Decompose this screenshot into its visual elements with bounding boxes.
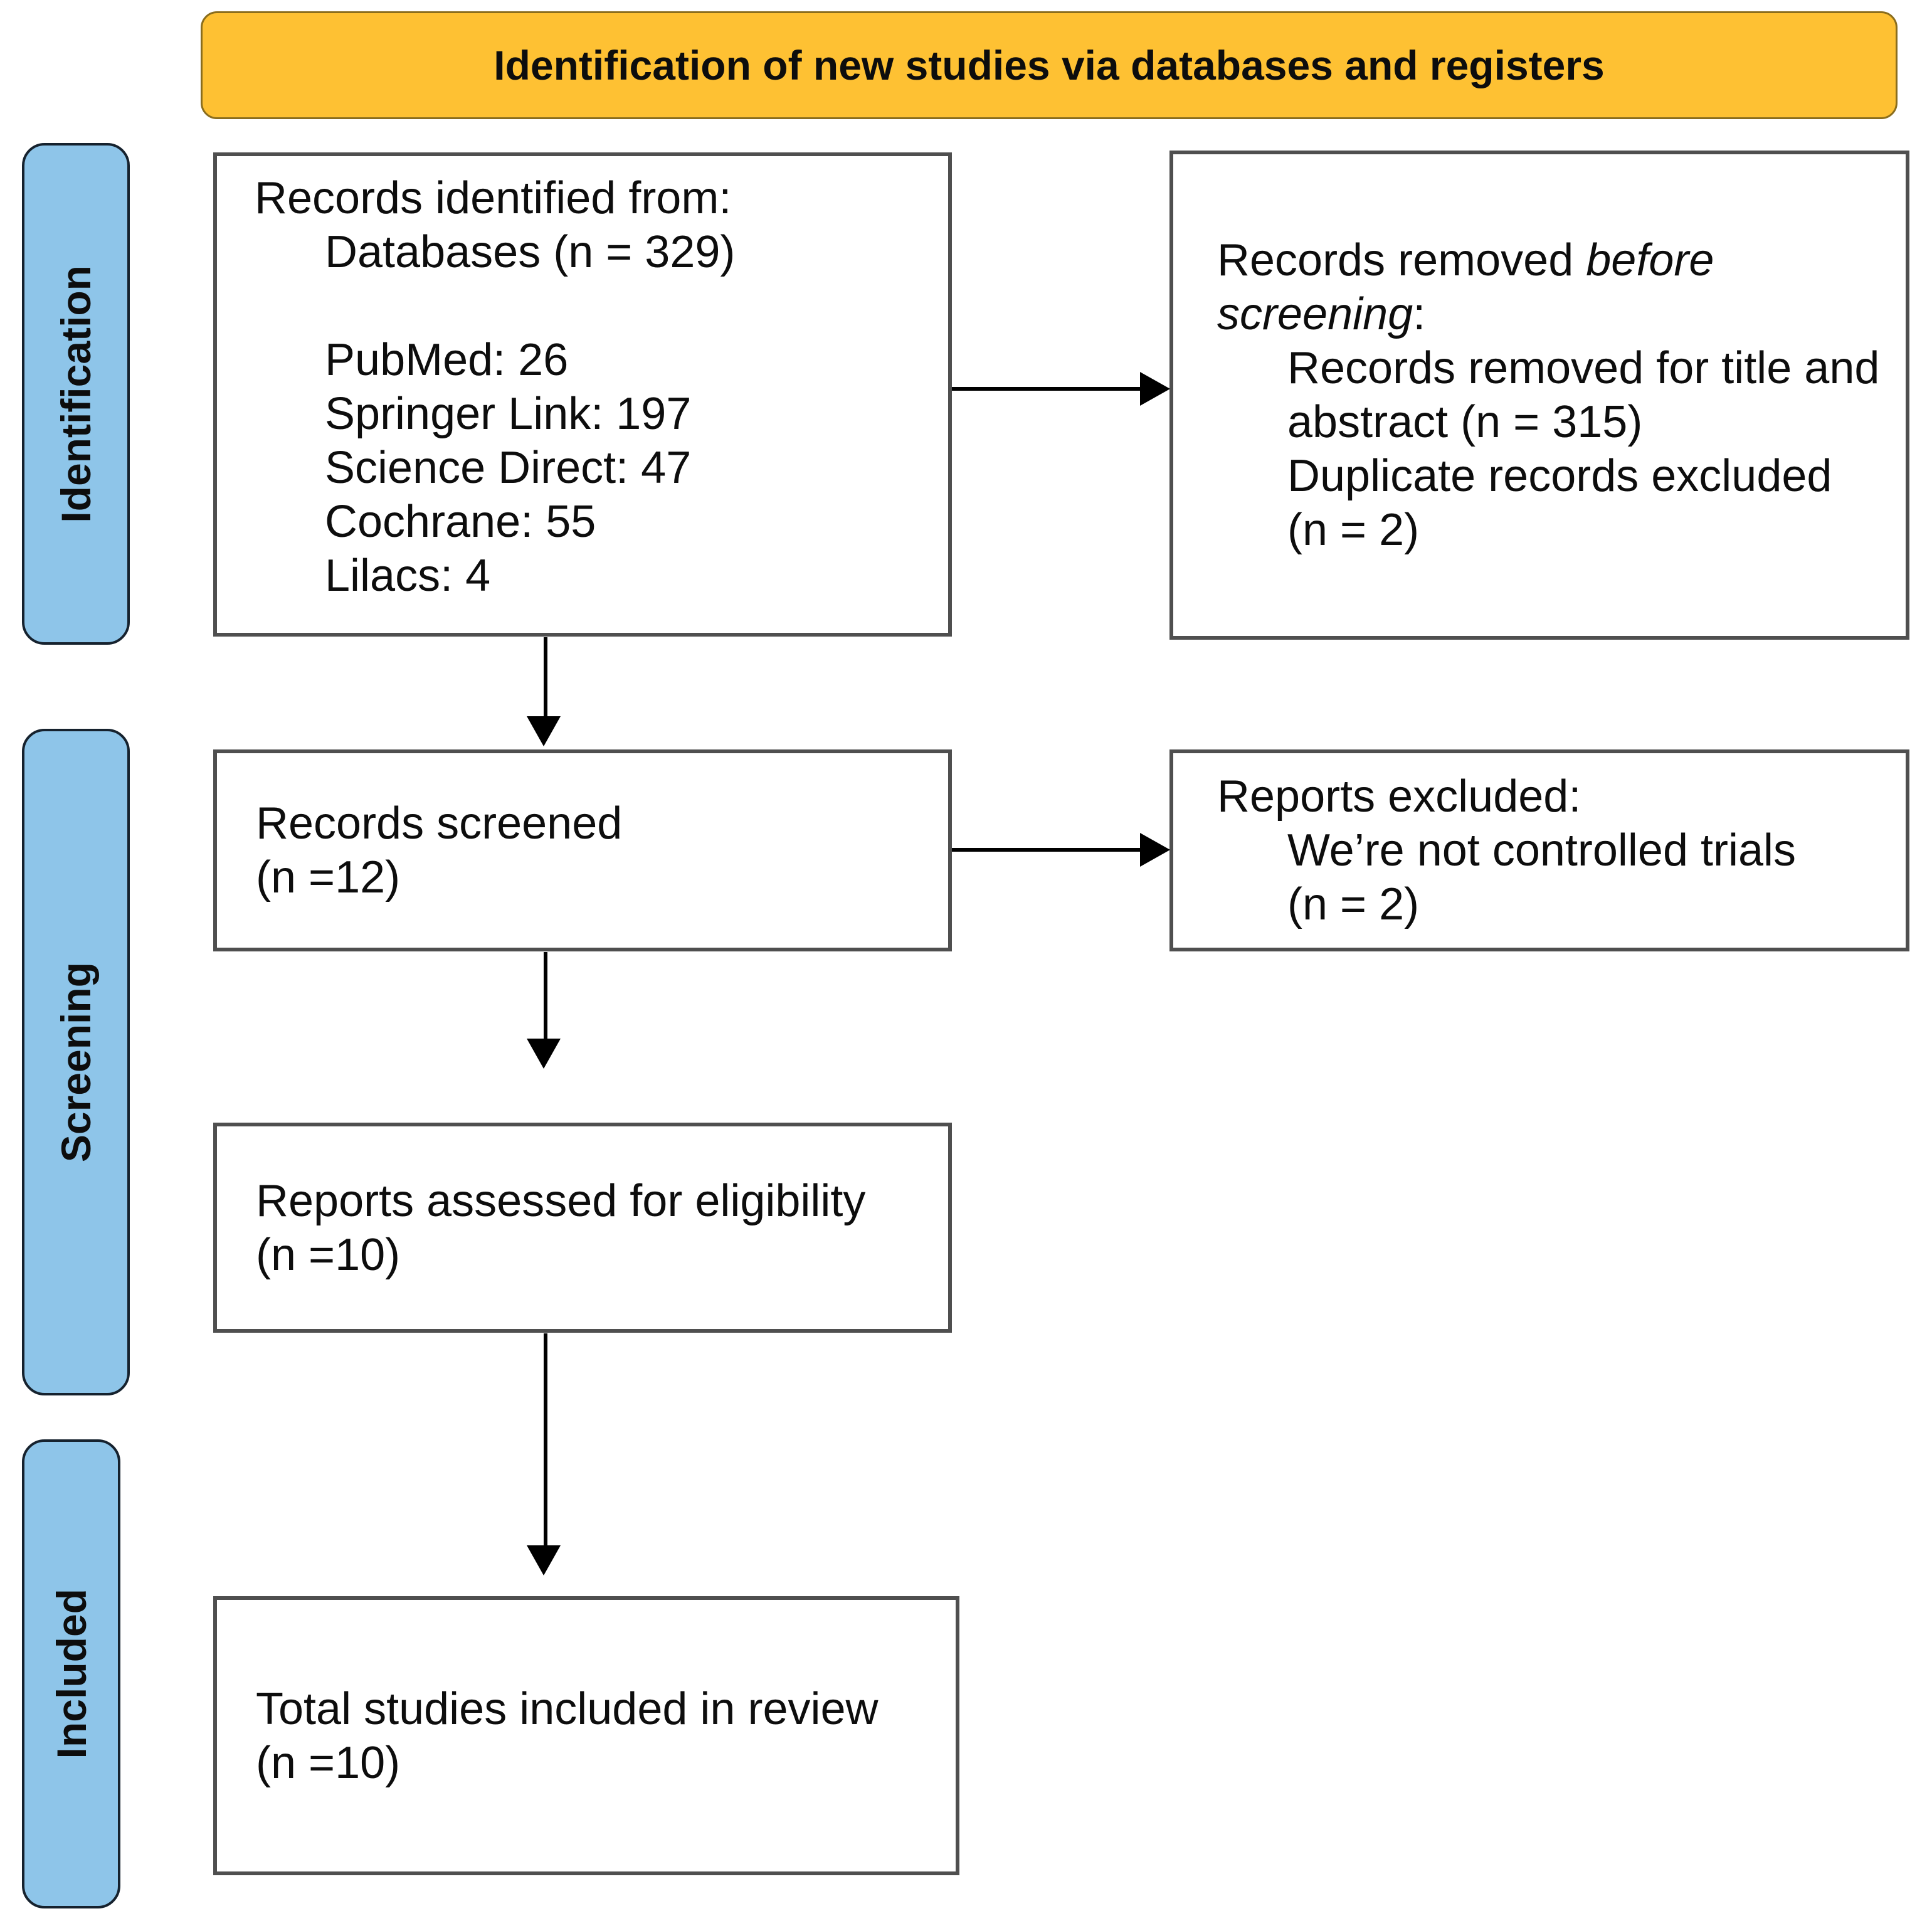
records-removed-heading-italic1: before [1586, 235, 1714, 285]
reports-excluded-heading: Reports excluded: [1217, 771, 1581, 822]
box-records-screened: Records screened (n =12) [213, 749, 952, 951]
arrow-down-icon [527, 1545, 561, 1575]
records-removed-heading-italic2: screening [1217, 289, 1413, 339]
arrow-screened-to-excluded-line [952, 848, 1141, 852]
total-included-label: Total studies included in review [256, 1683, 879, 1734]
stage-label-screening: Screening [22, 729, 130, 1395]
box-reports-assessed: Reports assessed for eligibility (n =10) [213, 1123, 952, 1333]
arrow-down-icon [527, 716, 561, 746]
box-reports-excluded: Reports excluded: We’re not controlled t… [1169, 749, 1909, 951]
records-identified-databases: Databases (n = 329) [325, 227, 736, 277]
stage-label-included-text: Included [48, 1589, 95, 1759]
records-identified-pubmed: PubMed: 26 [325, 335, 569, 385]
arrow-screened-to-assessed-line [544, 952, 547, 1040]
arrow-identified-to-removed-line [952, 387, 1141, 391]
records-screened-count: (n =12) [256, 852, 401, 902]
records-removed-heading-pre: Records removed [1217, 235, 1586, 285]
header-banner: Identification of new studies via databa… [201, 11, 1898, 119]
reports-excluded-count: (n = 2) [1287, 879, 1420, 929]
total-included-count: (n =10) [256, 1737, 401, 1788]
records-identified-heading: Records identified from: [255, 173, 732, 223]
box-records-identified: Records identified from: Databases (n = … [213, 152, 952, 637]
records-removed-duplicates-line2: (n = 2) [1287, 505, 1420, 555]
stage-label-screening-text: Screening [53, 961, 99, 1163]
records-removed-title-abstract-line1: Records removed for title and [1287, 343, 1880, 393]
reports-assessed-label: Reports assessed for eligibility [256, 1175, 866, 1226]
records-identified-springer: Springer Link: 197 [325, 389, 692, 439]
arrow-right-icon [1140, 833, 1170, 867]
stage-label-identification: Identification [22, 143, 130, 645]
records-removed-duplicates-line1: Duplicate records excluded [1287, 451, 1832, 501]
records-identified-sciencedirect: Science Direct: 47 [325, 443, 692, 493]
box-total-studies-included: Total studies included in review (n =10) [213, 1596, 959, 1875]
arrow-identified-to-screened-line [544, 637, 547, 717]
records-identified-lilacs: Lilacs: 4 [325, 551, 491, 601]
records-screened-label: Records screened [256, 798, 623, 849]
records-identified-cochrane: Cochrane: 55 [325, 497, 596, 547]
page-title: Identification of new studies via databa… [494, 42, 1605, 88]
box-records-removed: Records removed before screening: Record… [1169, 151, 1909, 640]
arrow-down-icon [527, 1039, 561, 1069]
reports-assessed-count: (n =10) [256, 1229, 401, 1280]
arrow-assessed-to-included-line [544, 1333, 547, 1547]
records-removed-title-abstract-line2: abstract (n = 315) [1287, 397, 1643, 447]
records-removed-heading-line2: screening: [1217, 287, 1906, 341]
stage-label-included: Included [22, 1439, 120, 1908]
reports-excluded-reason: We’re not controlled trials [1287, 825, 1797, 876]
records-removed-heading-colon: : [1413, 289, 1426, 339]
arrow-right-icon [1140, 372, 1170, 406]
records-removed-heading-line1: Records removed before [1217, 233, 1906, 287]
stage-label-identification-text: Identification [53, 265, 99, 523]
